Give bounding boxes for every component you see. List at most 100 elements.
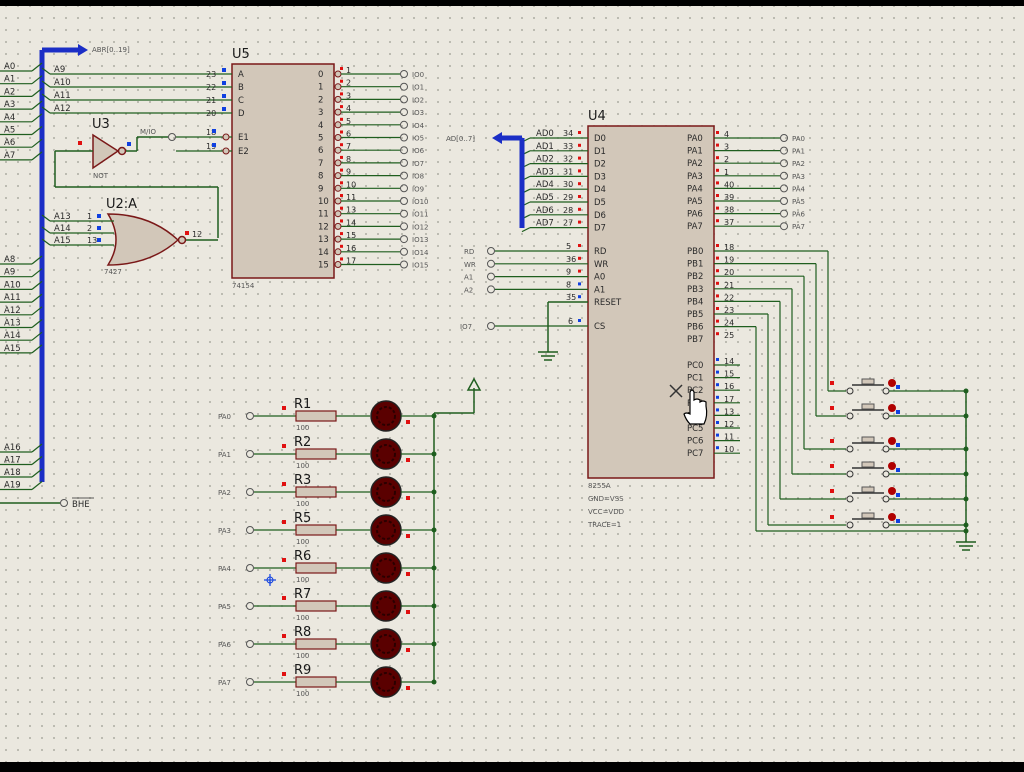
addr-mid-label: A9	[4, 268, 15, 278]
u5-out-pin: 8	[318, 172, 323, 182]
led-body[interactable]	[370, 476, 402, 508]
u5-out-terminal[interactable]	[400, 146, 408, 155]
u4-pin-marker	[716, 408, 719, 412]
u2-nor-gate[interactable]: U2:A 7427 12	[104, 197, 218, 276]
u5-out-terminal[interactable]	[400, 260, 408, 269]
u3-not-gate[interactable]: U3 NOT M/IO	[54, 117, 219, 238]
switch-cap[interactable]	[861, 378, 875, 385]
switch-contact	[846, 445, 854, 453]
led-body[interactable]	[370, 438, 402, 470]
u2-pin-marker	[97, 214, 101, 218]
u2-bus-entry	[41, 226, 51, 234]
resistor-terminal[interactable]	[246, 412, 254, 420]
resistor-terminal[interactable]	[246, 678, 254, 686]
u5-out-terminal[interactable]	[400, 158, 408, 167]
resistor-terminal[interactable]	[246, 640, 254, 648]
u4-ctrl-terminal[interactable]	[487, 272, 495, 281]
u5-out-pin: 2	[318, 95, 323, 105]
u5-out-terminal[interactable]	[400, 82, 408, 91]
u5-out-terminal[interactable]	[400, 95, 408, 104]
u4-ctrl-terminal[interactable]	[487, 285, 495, 294]
u4-pa-pin: PA7	[687, 222, 703, 232]
u5-out-terminal[interactable]	[400, 197, 408, 205]
u4-pc-num: 14	[724, 357, 734, 366]
resistor-body[interactable]	[295, 638, 337, 650]
u5-out-terminal[interactable]	[400, 184, 408, 193]
bhe-terminal[interactable]: BHE	[0, 497, 94, 510]
switch-cap[interactable]	[861, 512, 875, 519]
u4-pa-terminal[interactable]	[780, 184, 788, 193]
addr-mid-entry	[31, 319, 43, 328]
resistor-ref: R1	[294, 397, 311, 412]
u4-pa-terminal[interactable]	[780, 159, 788, 168]
u4-ctrl-terminal[interactable]	[487, 247, 495, 255]
u5-body[interactable]	[231, 63, 335, 279]
resistor-terminal[interactable]	[246, 488, 254, 496]
u2-in-label: A13	[54, 212, 71, 222]
led-body[interactable]	[370, 590, 402, 622]
led-body[interactable]	[370, 400, 402, 432]
u4-pin-marker	[578, 269, 581, 273]
u5-out-num: 3	[346, 91, 351, 100]
u4-d-num: 31	[563, 167, 573, 176]
u5-out-terminal[interactable]	[400, 133, 408, 142]
u3-part: NOT	[93, 172, 109, 180]
u5-pin-marker	[340, 105, 343, 109]
u5-out-terminal[interactable]	[400, 222, 408, 231]
u4-pa-pin: PA1	[687, 147, 703, 157]
switch-indicator	[888, 513, 896, 521]
resistor-body[interactable]	[295, 410, 337, 422]
u4-cs-terminal[interactable]	[487, 322, 495, 330]
switch-cap[interactable]	[861, 486, 875, 493]
switch-cap[interactable]	[861, 461, 875, 468]
resistor-body[interactable]	[295, 600, 337, 612]
resistor-value: 100	[296, 462, 309, 470]
switch-pin-marker	[896, 385, 900, 389]
resistor-terminal[interactable]	[246, 450, 254, 458]
resistor-led-array: PA0R1100PA1R2100PA2R3100PA3R5100PA4R6100…	[218, 397, 437, 698]
u5-out-net: IO10	[412, 198, 428, 206]
resistor-terminal[interactable]	[246, 564, 254, 572]
resistor-terminal[interactable]	[246, 526, 254, 534]
led-body[interactable]	[370, 666, 402, 698]
u4-pa-terminal[interactable]	[780, 134, 788, 142]
u4-pa-num: 37	[724, 218, 734, 227]
led-body[interactable]	[370, 514, 402, 546]
switch-cap[interactable]	[861, 436, 875, 443]
resistor-body[interactable]	[295, 524, 337, 536]
u4-cs-net: IO7	[460, 323, 472, 331]
addr-mid-label: A10	[4, 280, 21, 290]
switch-pin-marker	[830, 464, 834, 468]
u5-out-terminal[interactable]	[400, 108, 408, 117]
u4-pa-net: PA1	[792, 148, 805, 156]
led-body[interactable]	[370, 628, 402, 660]
u4-pa-terminal[interactable]	[780, 209, 788, 218]
resistor-body[interactable]	[295, 676, 337, 688]
resistor-terminal[interactable]	[246, 602, 254, 610]
resistor-body[interactable]	[295, 486, 337, 498]
u5-out-terminal[interactable]	[400, 70, 408, 78]
u4-pa-num: 40	[724, 180, 734, 189]
u5-out-num: 15	[346, 231, 356, 240]
u4-pa-pin: PA4	[687, 184, 703, 194]
u5-out-terminal[interactable]	[400, 171, 408, 180]
u5-en-bubble	[222, 133, 230, 141]
u5-out-terminal[interactable]	[400, 209, 408, 218]
u4-pa-terminal[interactable]	[780, 171, 788, 180]
u5-out-terminal[interactable]	[400, 235, 408, 244]
u4-pa-terminal[interactable]	[780, 197, 788, 205]
u5-decoder[interactable]: U5 74154	[231, 47, 335, 290]
resistor-body[interactable]	[295, 562, 337, 574]
u4-pa-terminal[interactable]	[780, 146, 788, 155]
switch-pin-marker	[830, 406, 834, 410]
led-body[interactable]	[370, 552, 402, 584]
switch-cap[interactable]	[861, 403, 875, 410]
u5-out-terminal[interactable]	[400, 120, 408, 129]
u4-ctrl-terminal[interactable]	[487, 259, 495, 268]
resistor-body[interactable]	[295, 448, 337, 460]
u4-pa-net: PA3	[792, 173, 805, 181]
u4-pa-terminal[interactable]	[780, 222, 788, 231]
u5-out-terminal[interactable]	[400, 247, 408, 256]
